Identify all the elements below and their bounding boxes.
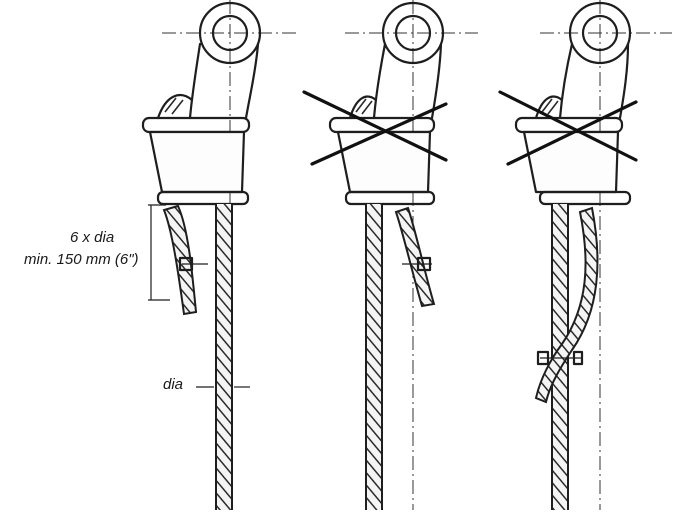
incorrect-termination-panel-2 [498, 0, 672, 510]
tail-length-label-line2: min. 150 mm (6") [24, 251, 139, 268]
tail-length-label-line1: 6 x dia [70, 229, 115, 246]
incorrect-termination-panel-1 [302, 0, 478, 510]
correct-termination-panel [141, 0, 300, 510]
rope-diameter-label: dia [163, 376, 184, 393]
